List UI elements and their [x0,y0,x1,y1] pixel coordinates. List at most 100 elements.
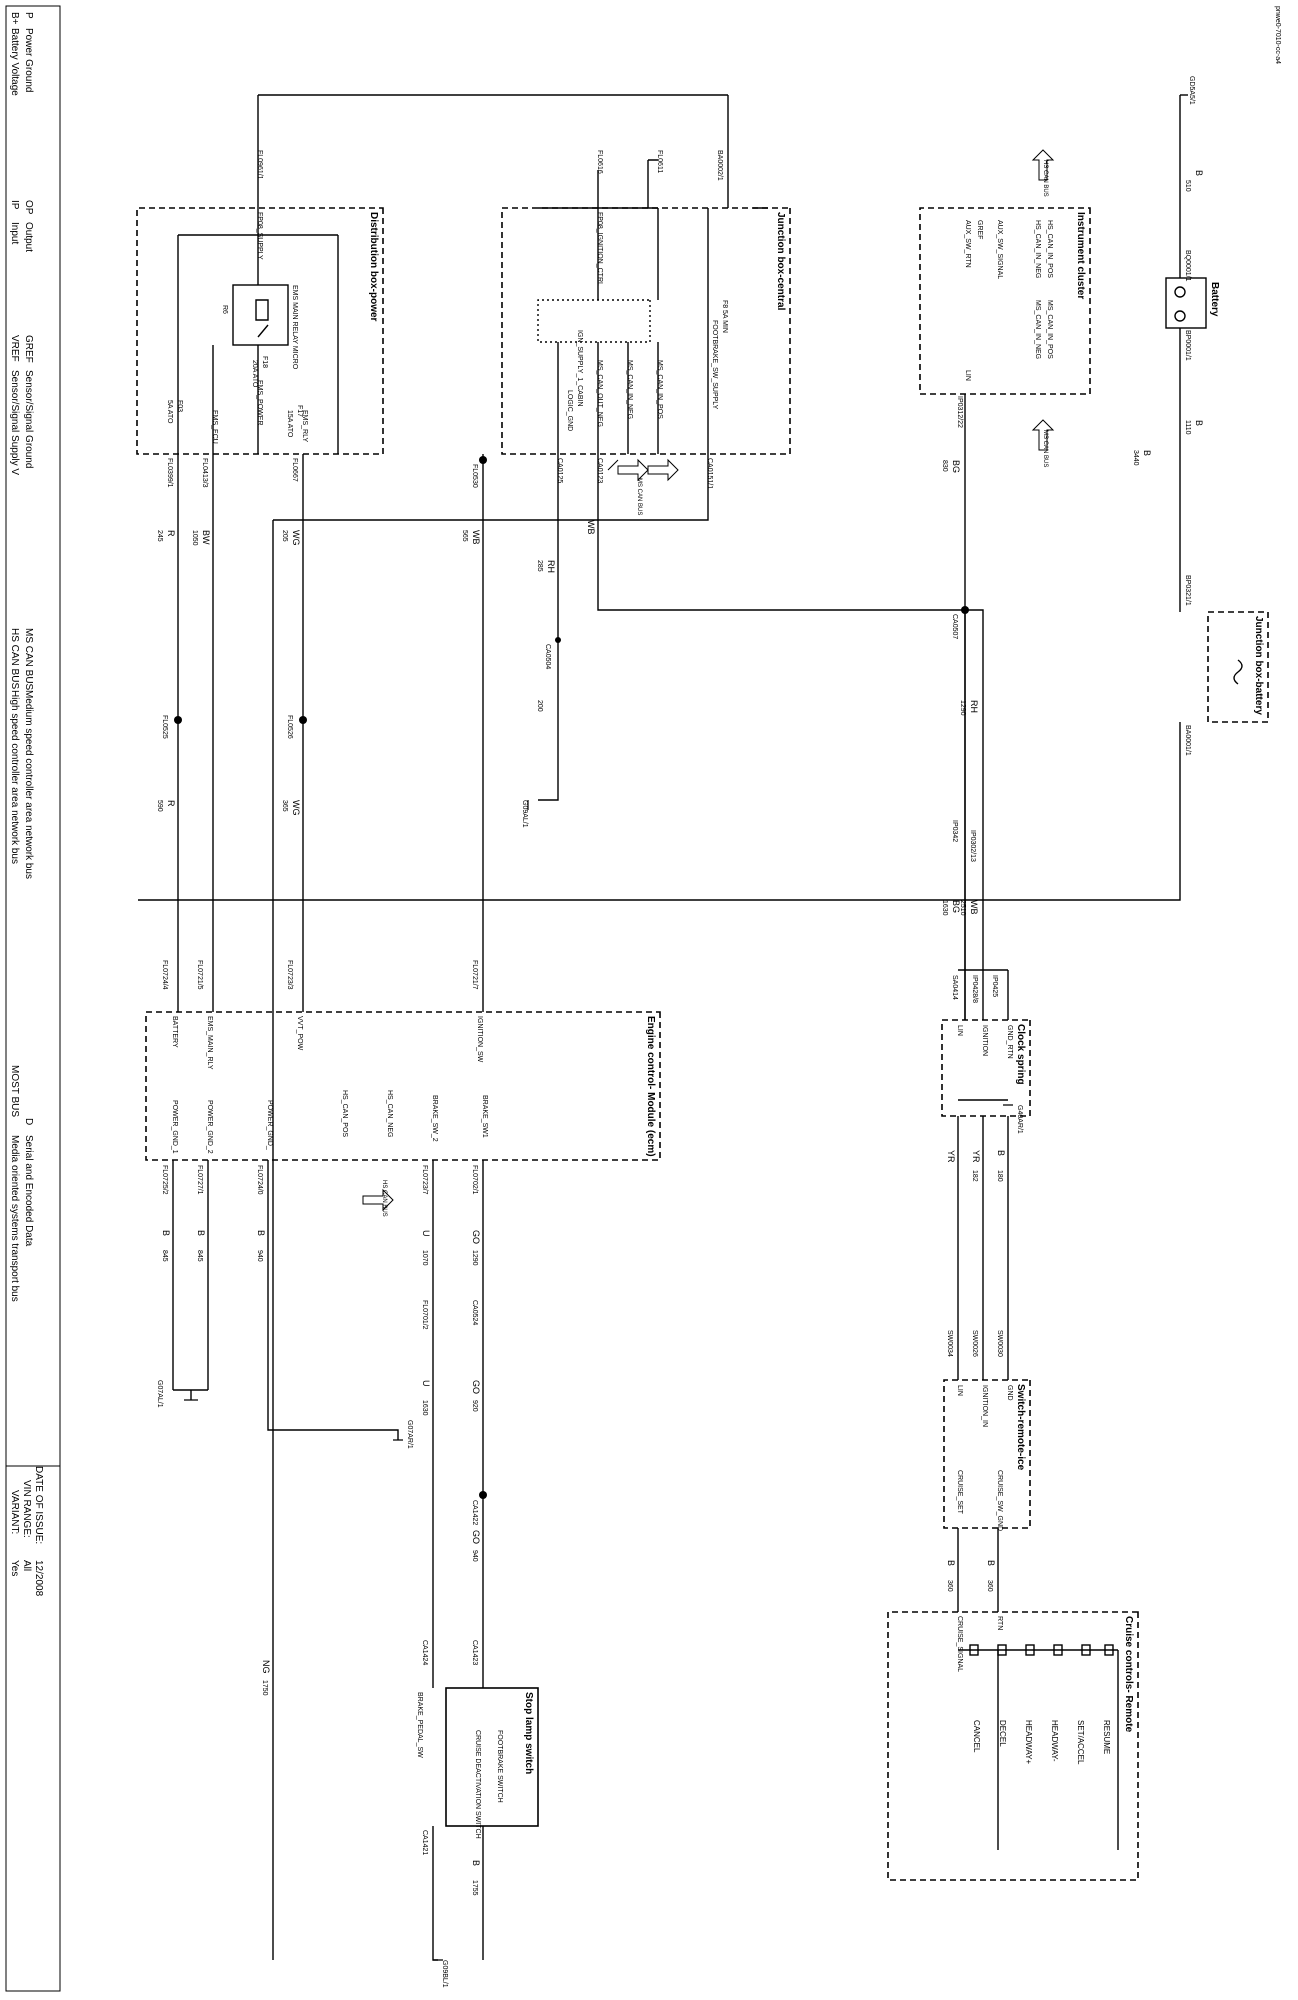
circuit-label: 200 [536,700,543,712]
battery-terminal-pos [1174,310,1186,322]
pin-label: CRUISE_SW_GND [996,1470,1003,1531]
ground-symbol [184,800,1013,1961]
connector-label: SW0030 [996,1330,1003,1357]
fuse-rating: 15A ATO [286,410,293,438]
wire-color: B [471,1860,481,1866]
connector-label: FL0961/1 [256,150,263,180]
bus-tag: MS CAN BUS [1042,430,1048,467]
pin-label: EMS_ECU [211,410,218,444]
title-distribution-box: Distribution box-power [368,212,379,322]
circuit-label: 1290 [471,1250,478,1266]
legend-desc: Input [9,222,20,244]
hs-can-bus-arrow [362,1188,394,1212]
circuit-label: 1630 [421,1400,428,1416]
pin-label: HS_CAN_NEG [386,1090,393,1137]
wire-brake-sw [432,1160,484,1688]
title-ecm: Engine control- Module (ecm) [645,1016,656,1157]
legend-desc: Sensor/Signal Ground [23,370,34,468]
connector-label: FL0724/4 [161,960,168,990]
bus-tag: HS CAN BUS [1042,160,1048,197]
legend-desc: Battery Voltage [9,28,20,96]
circuit-label: 3440 [1132,450,1139,466]
cruise-resistor [1025,1644,1035,1656]
pin-label: IGNITION [981,1025,988,1056]
legend-code: B+ [9,12,20,25]
legend-desc: Sensor/Signal Supply V [9,370,20,475]
hs-can-bus-arrow [1031,149,1055,181]
cruise-controls-remote [887,1611,1139,1881]
connector-label: FL0413/3 [201,458,208,488]
connector-label: BP0001/1 [1184,330,1191,361]
wire-rh-ground [538,454,559,801]
title-battery: Battery [1209,282,1220,317]
relay-coil [255,299,269,338]
connector-label: IP0425 [991,975,998,997]
bus-tag: MS CAN BUS [636,478,642,515]
wire-color: GO [471,1530,481,1544]
pin-label: FP08_IGNITION_CTRL [596,212,603,286]
wire-color: NG [261,1660,271,1674]
variant-label: VARIANT: [9,1490,20,1534]
fuse-rating: 20A ATO [251,360,258,388]
pin-label: CRUISE_SIGNAL [956,1616,963,1672]
pin-label: LIN [964,370,971,381]
circuit-label: 1630 [941,900,948,916]
circuit-label: 285 [536,560,543,572]
legend-desc: Serial and Encoded Data [23,1135,34,1247]
title-stop-lamp-switch: Stop lamp switch [523,1692,534,1774]
issue-date-label: DATE OF ISSUE: [33,1466,44,1544]
circuit-label: 920 [471,1400,478,1412]
junction-box-battery [1207,611,1269,723]
circuit-label: 845 [196,1250,203,1262]
cruise-resistor [1104,1644,1114,1656]
cruise-resistor [1081,1644,1091,1656]
wire-color: RH [969,700,979,713]
cruise-ladder [958,1649,1119,1850]
cruise-switch-label: DECEL [998,1720,1007,1747]
legend-code: MOST BUS [9,1065,20,1117]
connector-label: BQ0001/1 [1184,250,1191,282]
wire-clock-gnd [958,969,1009,1101]
issue-date-value: 12/2008 [33,1560,44,1597]
stop-part-label: CRUISE DEACTIVATION SWITCH [474,1730,481,1839]
connector-label: BP0321/1 [1184,575,1191,606]
pin-label: GND [1006,1385,1013,1401]
clock-spring [941,1019,1031,1117]
pin-label: FOOTBRAKE_SW_SUPPLY [711,320,718,410]
pin-label: GREF [976,220,983,239]
connector-label: FL0611 [656,150,663,173]
circuit-label: 180 [996,1170,1003,1182]
wire-color: YR [971,1150,981,1163]
wire-color: B [946,1560,956,1566]
stop-part-label: BRAKE_PEDAL_SW [416,1692,423,1758]
circuit-label: 830 [941,460,948,472]
connector-label: FL0721/7 [471,960,478,990]
wire-ign-wb [597,454,966,1020]
wire-color: GO [471,1230,481,1244]
wire-color: B [996,1150,1006,1156]
title-switch-remote-ice: Switch-remote-ice [1015,1384,1026,1471]
pin-label: HS_CAN_IN_NEG [1034,220,1041,278]
legend-code: P [23,12,34,19]
connector-label: FL0616 [596,150,603,174]
cruise-resistor [1053,1644,1063,1656]
stop-lamp-switch [445,1687,539,1827]
ground-label: GD5A5/1 [1188,76,1195,105]
switch-remote-ice [943,1379,1031,1529]
legend-desc: Power Ground [23,28,34,92]
vin-range-label: VIN RANGE: [21,1480,32,1538]
dist-internal-wires [177,208,339,454]
pin-label: IGN_SUPPLY_1_CABIN [576,330,583,407]
pin-label: CRUISE_SET [956,1470,963,1515]
pin-label: BATTERY [171,1016,178,1048]
circuit-label: 360 [946,1580,953,1592]
connector-label: FL0702/1 [471,1165,478,1195]
legend-code: IP [9,200,20,210]
ground-label: G07AR/1 [406,1420,413,1449]
fuse-ref: F17 [296,405,303,417]
fuse-rating: 5A MIN [721,310,728,333]
connector-label: FL0530 [471,464,478,488]
connector-label: CA0524 [471,1300,478,1325]
circuit-label: 1290 [959,700,966,716]
